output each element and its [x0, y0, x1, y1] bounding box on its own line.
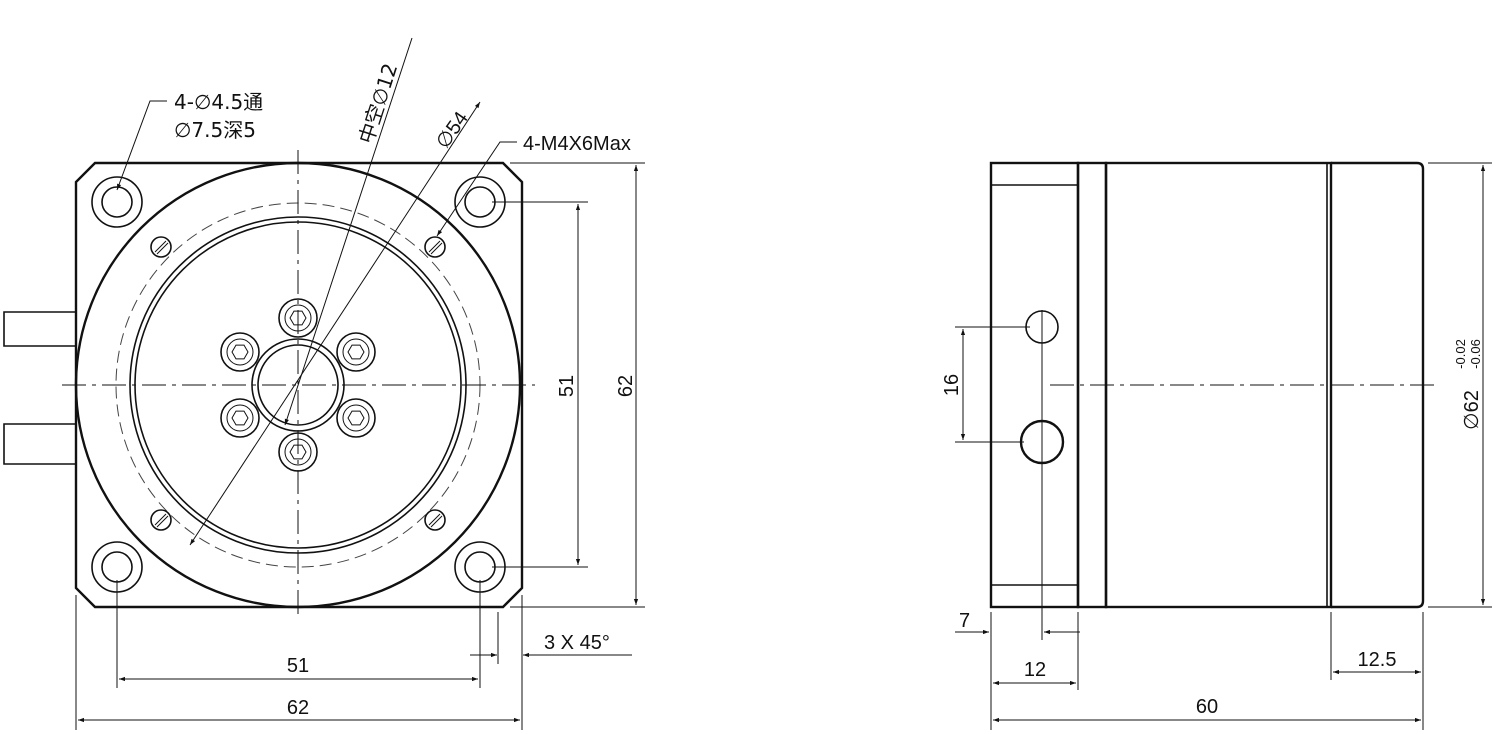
dim-cap: 12.5 — [1358, 649, 1397, 671]
callout-hollow: 中空∅12 — [354, 60, 402, 146]
dim-port-offset: 7 — [959, 610, 970, 632]
front-body-outline — [74, 161, 524, 609]
callout-pcd: ∅54 — [432, 108, 473, 153]
hex-screw-3 — [336, 398, 376, 438]
dim-hole-spacing-vertical: 51 — [556, 375, 578, 397]
dim-chamfer: 3 X 45° — [544, 632, 610, 654]
cable-stubs — [3, 311, 76, 465]
callout-holes-line2: ∅7.5深5 — [174, 118, 256, 142]
tol-upper: -0.02 — [1453, 339, 1468, 369]
dim-port-spacing: 16 — [941, 374, 963, 396]
dim-height: 62 — [615, 375, 637, 397]
slot-screw-top-right — [424, 236, 446, 258]
callout-thread: 4-M4X6Max — [523, 133, 631, 155]
front-view: 4-∅4.5通 ∅7.5深5 中空∅12 ∅54 4-M4X6Max 51 62… — [3, 37, 645, 730]
slot-screw-bottom-right — [424, 509, 446, 531]
dim-length: 60 — [1196, 696, 1218, 718]
dim-flange: 12 — [1024, 659, 1046, 681]
dim-diameter: ∅62 — [1461, 390, 1483, 430]
side-view: 16 ∅62 -0.02 -0.06 7 12 12.5 60 — [941, 161, 1492, 730]
tol-lower: -0.06 — [1468, 339, 1483, 369]
dim-hole-spacing-horizontal: 51 — [287, 655, 309, 677]
hex-screw-5 — [220, 398, 260, 438]
dim-width: 62 — [287, 697, 309, 719]
slot-screw-bottom-left — [150, 509, 172, 531]
hex-screw-6 — [220, 332, 260, 372]
slot-screw-top-left — [150, 236, 172, 258]
hex-screw-2 — [336, 332, 376, 372]
mount-hole-top-left — [91, 176, 143, 228]
callout-holes-line1: 4-∅4.5通 — [174, 90, 263, 114]
